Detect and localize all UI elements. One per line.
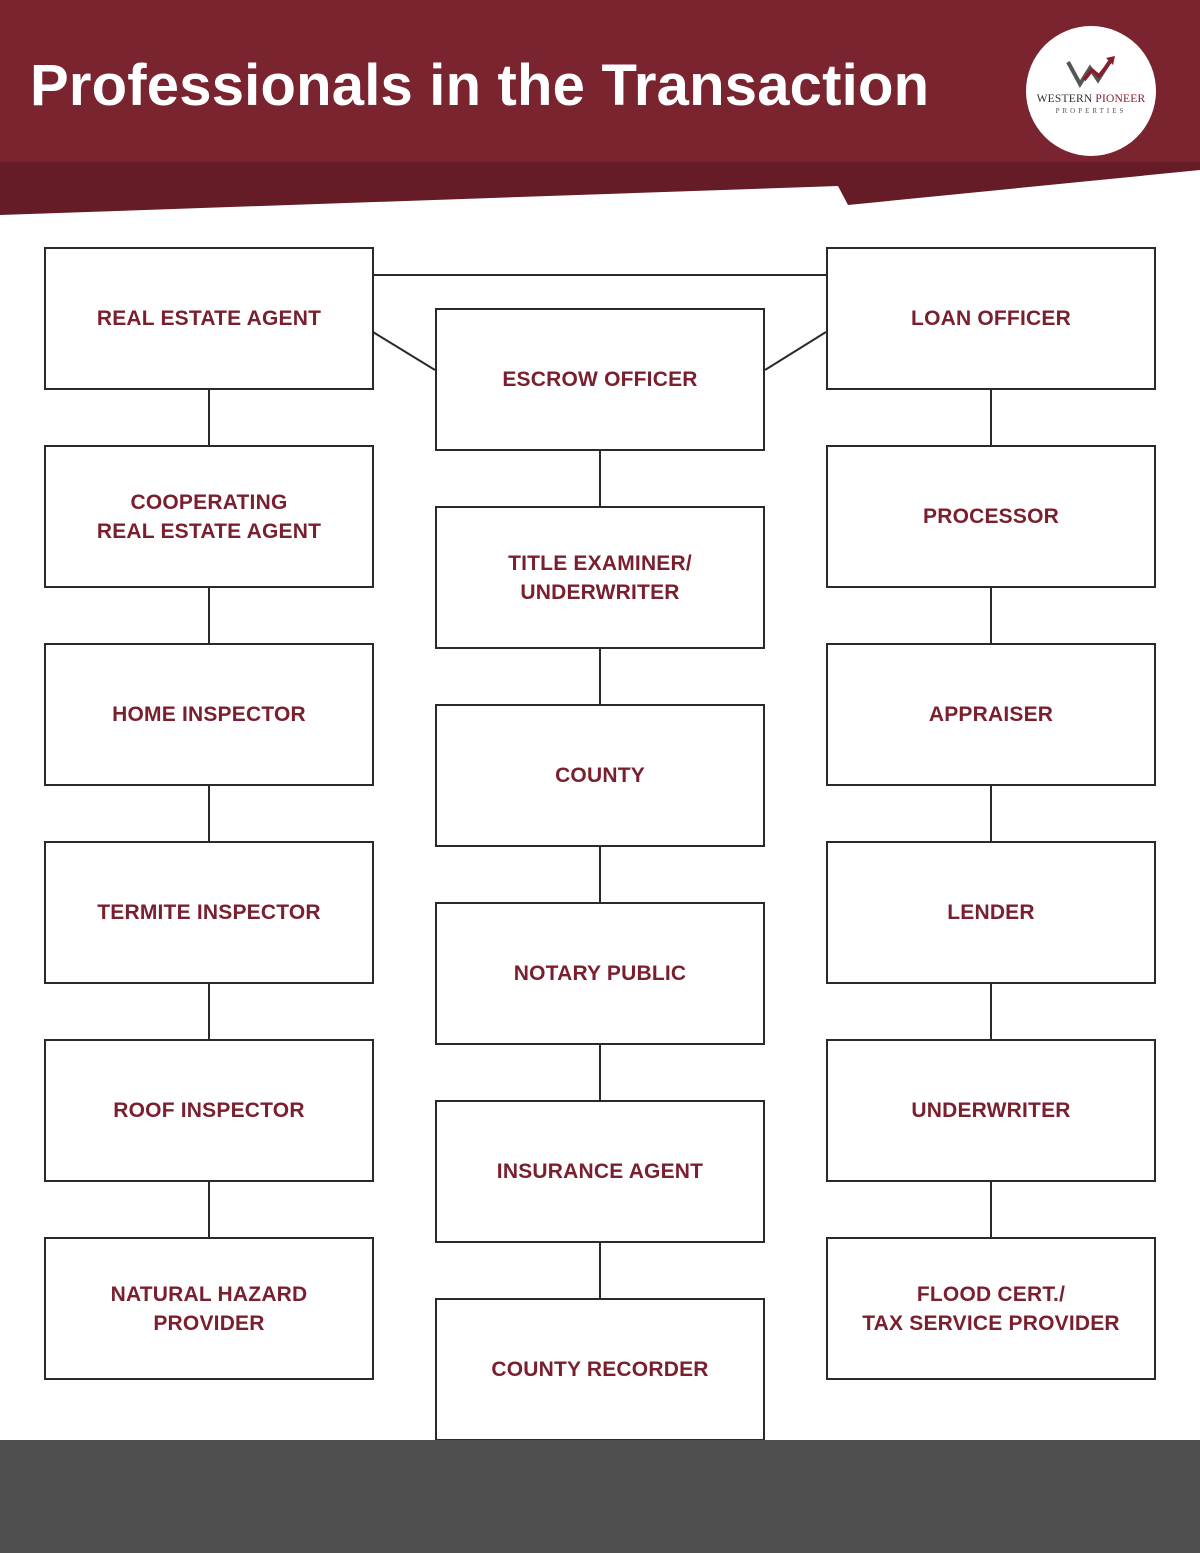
node-label: REAL ESTATE AGENT [96, 307, 322, 330]
header-band [0, 0, 1200, 162]
connector-diagonal-right [764, 331, 827, 371]
footer-bar [0, 1440, 1200, 1553]
node-label: TERMITE INSPECTOR [97, 901, 321, 924]
header-banner [0, 0, 1200, 215]
node-roof-inspector: ROOF INSPECTOR [44, 1039, 374, 1182]
node-loan-officer: LOAN OFFICER [826, 247, 1156, 390]
logo-wordmark: WESTERN PIONEER [1036, 93, 1146, 105]
node-notary-public: NOTARY PUBLIC [435, 902, 765, 1045]
node-home-inspector: HOME INSPECTOR [44, 643, 374, 786]
node-appraiser: APPRAISER [826, 643, 1156, 786]
node-underwriter: UNDERWRITER [826, 1039, 1156, 1182]
page-title: Professionals in the Transaction [30, 53, 930, 118]
node-label: FLOOD CERT./ TAX SERVICE PROVIDER [862, 1282, 1120, 1335]
node-lender: LENDER [826, 841, 1156, 984]
node-label: PROCESSOR [923, 505, 1059, 528]
node-county-recorder: COUNTY RECORDER [435, 1298, 765, 1441]
node-label: APPRAISER [928, 703, 1054, 726]
node-label: HOME INSPECTOR [112, 703, 306, 726]
node-natural-hazard-provider: NATURAL HAZARD PROVIDER [44, 1237, 374, 1380]
node-insurance-agent: INSURANCE AGENT [435, 1100, 765, 1243]
node-label: TITLE EXAMINER/ UNDERWRITER [508, 551, 692, 604]
node-label: ESCROW OFFICER [502, 368, 698, 391]
header-shadow-band [0, 160, 1200, 215]
node-termite-inspector: TERMITE INSPECTOR [44, 841, 374, 984]
node-label: NATURAL HAZARD PROVIDER [110, 1282, 308, 1335]
node-label: INSURANCE AGENT [496, 1160, 704, 1183]
node-real-estate-agent: REAL ESTATE AGENT [44, 247, 374, 390]
node-label: COOPERATING REAL ESTATE AGENT [96, 490, 322, 543]
node-label: ROOF INSPECTOR [113, 1099, 305, 1122]
node-title-examiner-underwriter: TITLE EXAMINER/ UNDERWRITER [435, 506, 765, 649]
node-label: LOAN OFFICER [911, 307, 1071, 330]
logo-tagline: PROPERTIES [1055, 107, 1127, 115]
node-flood-cert-tax-service-provider: FLOOD CERT./ TAX SERVICE PROVIDER [826, 1237, 1156, 1380]
node-cooperating-real-estate-agent: COOPERATING REAL ESTATE AGENT [44, 445, 374, 588]
company-logo: WESTERN PIONEER PROPERTIES [1026, 26, 1156, 156]
node-label: COUNTY RECORDER [491, 1358, 709, 1381]
node-processor: PROCESSOR [826, 445, 1156, 588]
connector-diagonal-left [372, 331, 436, 371]
node-label: NOTARY PUBLIC [513, 962, 687, 985]
node-escrow-officer: ESCROW OFFICER [435, 308, 765, 451]
upward-arrow-icon [1066, 56, 1115, 88]
node-label: COUNTY [555, 764, 645, 787]
node-county: COUNTY [435, 704, 765, 847]
node-label: LENDER [947, 901, 1035, 924]
node-label: UNDERWRITER [911, 1099, 1071, 1122]
